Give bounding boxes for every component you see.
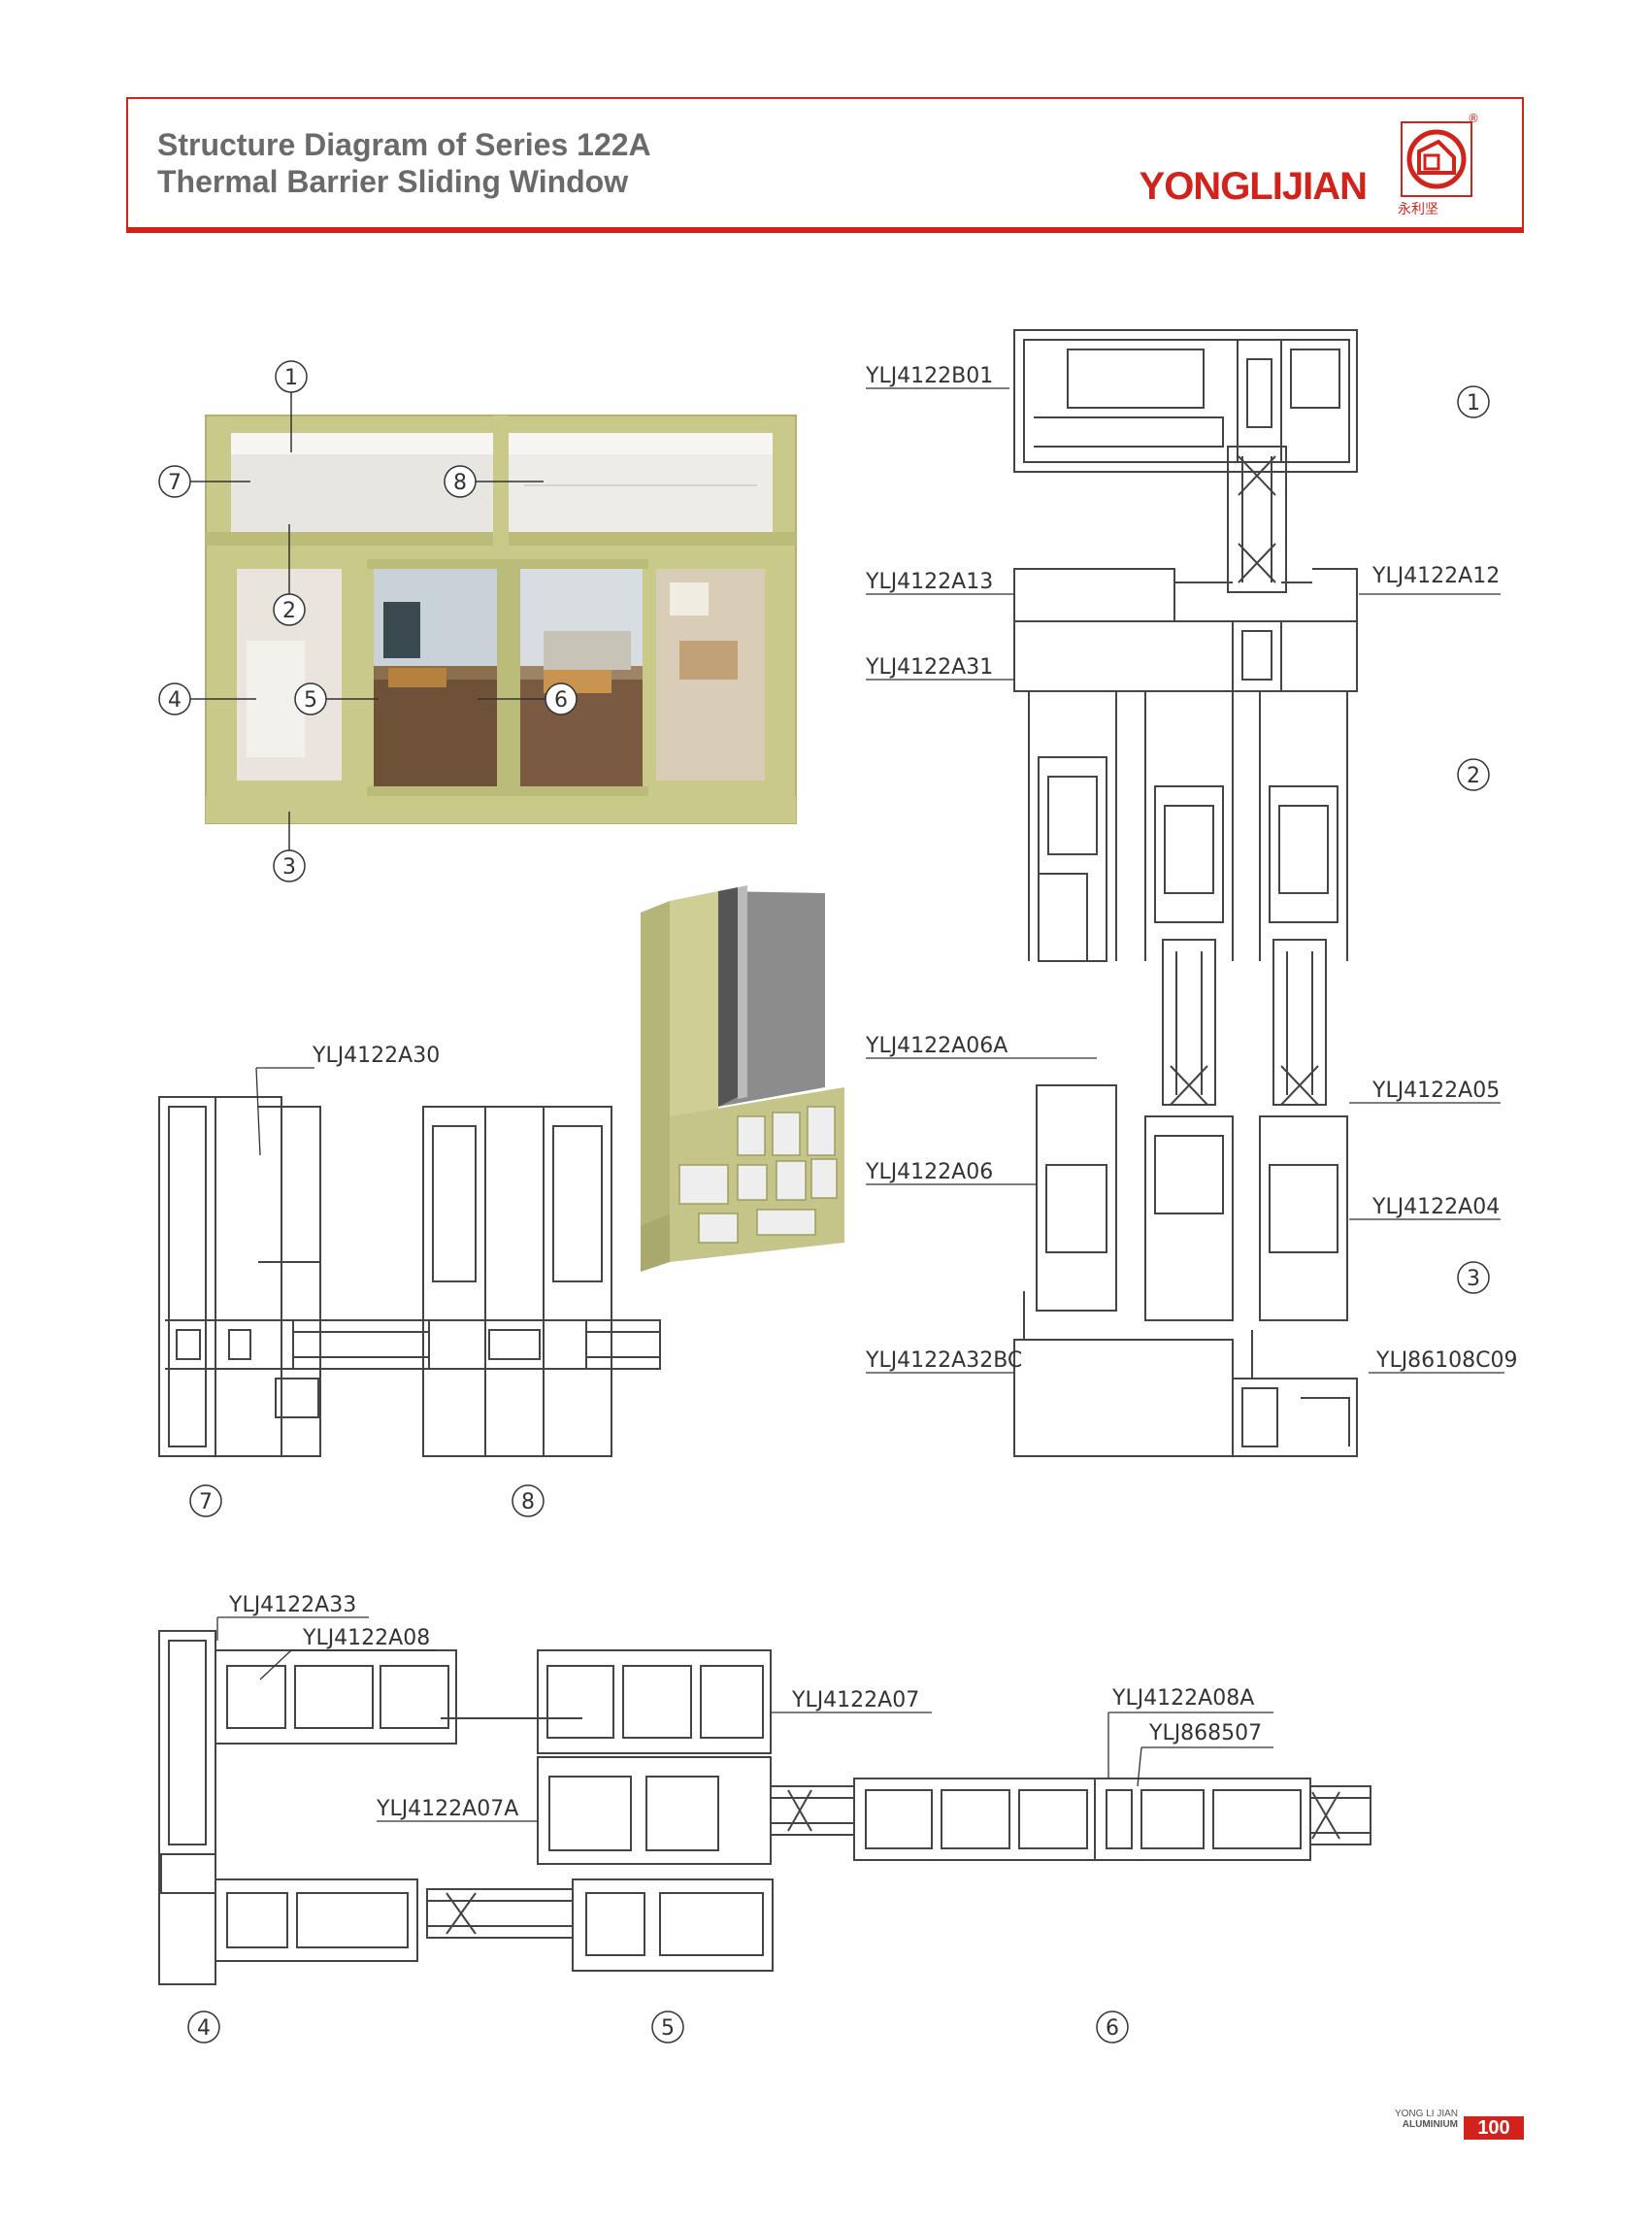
footer-brand: YONG LI JIAN ALUMINIUM — [1395, 2109, 1458, 2130]
label-ylj868507: YLJ868507 — [1148, 1721, 1262, 1745]
callout-marker-8 — [444, 465, 477, 498]
callout-marker-4 — [158, 682, 191, 715]
section-marker-text-7: 7 — [199, 1490, 213, 1514]
page-title: Structure Diagram of Series 122A Thermal… — [157, 126, 651, 200]
section-marker-2 — [1457, 758, 1490, 791]
section-marker-text-2: 2 — [1467, 764, 1480, 788]
label-ylj4122a12: YLJ4122A12 — [1371, 564, 1500, 588]
label-ylj4122a04: YLJ4122A04 — [1371, 1195, 1500, 1219]
section-marker-text-6: 6 — [1106, 2016, 1119, 2041]
callout-text-3: 3 — [282, 855, 296, 880]
callout-text-7: 7 — [168, 471, 182, 495]
section-marker-5 — [651, 2011, 684, 2044]
callout-marker-1 — [275, 360, 308, 393]
section-marker-8 — [512, 1484, 545, 1517]
section-vertical-profiles — [1013, 329, 1358, 1457]
section-7-8-profiles — [158, 1096, 661, 1457]
callout-text-6: 6 — [554, 688, 568, 713]
callout-marker-7 — [158, 465, 191, 498]
label-ylj4122a07: YLJ4122A07 — [791, 1688, 919, 1712]
callout-marker-5 — [294, 682, 327, 715]
brand-name: YONGLIJIAN — [1139, 165, 1368, 208]
callout-marker-3 — [273, 849, 306, 882]
label-ylj4122a33: YLJ4122A33 — [228, 1593, 356, 1617]
page-header: Structure Diagram of Series 122A Thermal… — [126, 97, 1524, 233]
section-marker-4 — [187, 2011, 220, 2044]
window-callouts — [158, 360, 578, 882]
label-ylj4122a30: YLJ4122A30 — [312, 1044, 440, 1068]
section-marker-1 — [1457, 385, 1490, 418]
footer-brand-name: YONG LI JIAN — [1394, 2109, 1458, 2119]
page-number: 100 — [1464, 2116, 1524, 2140]
label-ylj4122b01: YLJ4122B01 — [865, 364, 993, 388]
label-ylj4122a06a: YLJ4122A06A — [865, 1034, 1008, 1058]
section-marker-6 — [1096, 2011, 1129, 2044]
section-marker-text-4: 4 — [197, 2016, 211, 2041]
section-marker-text-8: 8 — [521, 1490, 535, 1514]
label-ylj86108c09: YLJ86108C09 — [1375, 1348, 1518, 1373]
section-4-5-6-profiles — [158, 1630, 1371, 1985]
section-marker-text-1: 1 — [1467, 391, 1480, 415]
label-ylj4122a13: YLJ4122A13 — [865, 570, 993, 594]
label-ylj4122a08: YLJ4122A08 — [302, 1626, 430, 1650]
title-line-1: Structure Diagram of Series 122A — [157, 127, 651, 162]
callout-text-4: 4 — [168, 688, 182, 713]
label-ylj4122a07a: YLJ4122A07A — [376, 1797, 518, 1821]
brand-logo: 永利坚 ® — [1398, 113, 1479, 217]
callout-text-5: 5 — [304, 688, 317, 713]
label-ylj4122a05: YLJ4122A05 — [1371, 1079, 1500, 1103]
label-ylj4122a31: YLJ4122A31 — [865, 655, 993, 680]
callout-text-8: 8 — [453, 471, 467, 495]
title-line-2: Thermal Barrier Sliding Window — [157, 164, 629, 199]
registered-mark: ® — [1468, 113, 1479, 125]
label-ylj4122a06: YLJ4122A06 — [865, 1160, 993, 1184]
label-ylj4122a08a: YLJ4122A08A — [1111, 1686, 1254, 1711]
section-marker-3 — [1457, 1261, 1490, 1294]
callout-text-2: 2 — [282, 599, 296, 623]
section-marker-7 — [189, 1484, 222, 1517]
label-ylj4122a32bc: YLJ4122A32BC — [865, 1348, 1022, 1373]
section-marker-text-5: 5 — [661, 2016, 675, 2041]
footer-subtitle: ALUMINIUM — [1402, 2119, 1458, 2130]
profile-3d-render — [641, 885, 844, 1272]
section-marker-text-3: 3 — [1467, 1267, 1480, 1291]
callout-marker-2 — [273, 593, 306, 626]
callout-text-1: 1 — [284, 366, 298, 390]
logo-chinese-text: 永利坚 — [1398, 202, 1438, 217]
window-illustration — [205, 415, 797, 824]
callout-marker-6 — [545, 682, 578, 715]
